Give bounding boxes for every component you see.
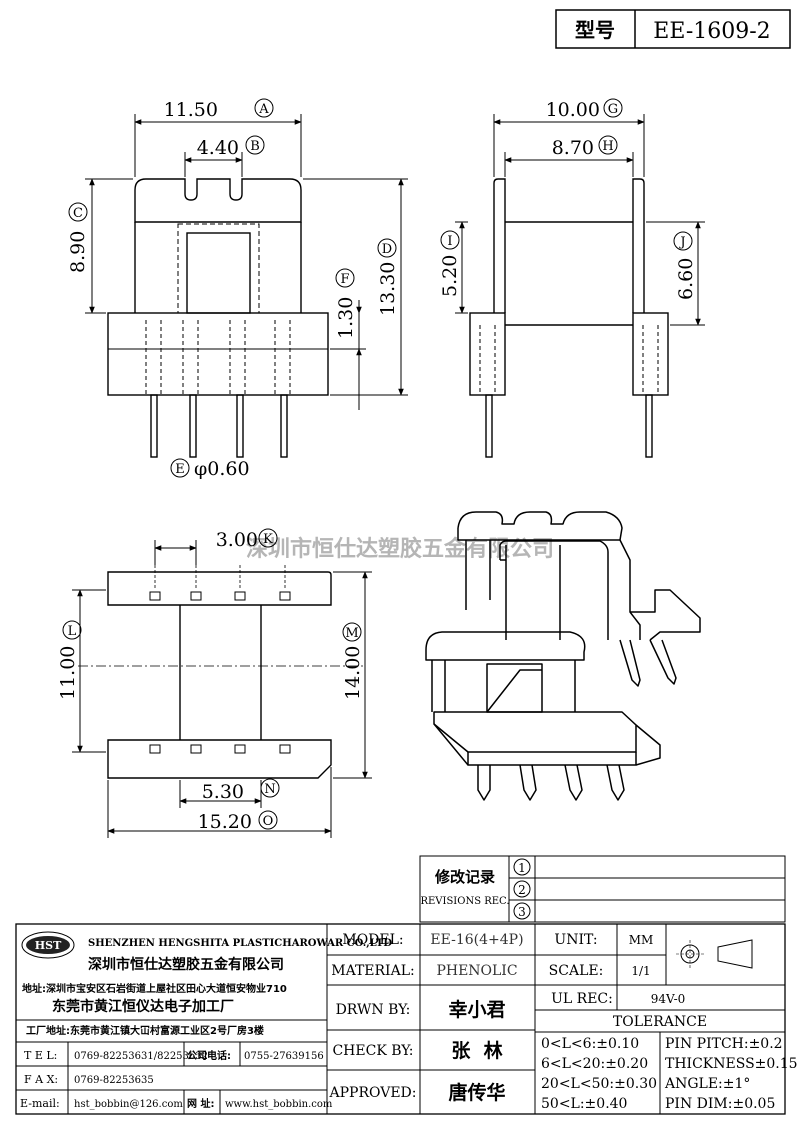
dim-D-value: 13.30 — [377, 262, 399, 316]
dim-C-value: 8.90 — [67, 231, 89, 273]
revisions-label-cn: 修改记录 — [434, 868, 495, 886]
dim-G-value: 10.00 — [546, 99, 600, 121]
approved-label: APPROVED: — [329, 1085, 417, 1101]
marker-H: H — [602, 139, 613, 154]
dim-A-value: 11.50 — [164, 99, 218, 121]
marker-O: O — [263, 814, 274, 829]
marker-K: K — [263, 532, 273, 547]
unit-value: MM — [629, 933, 654, 947]
dim-N-value: 5.30 — [202, 781, 244, 803]
title-block-grid — [15, 923, 786, 1115]
pin-dim-tolerance: PIN DIM:±0.05 — [665, 1096, 775, 1112]
material-value: PHENOLIC — [436, 963, 517, 979]
marker-N: N — [264, 782, 275, 797]
dim-O-value: 15.20 — [198, 811, 252, 833]
web-value: www.hst_bobbin.com — [225, 1099, 333, 1110]
dim-K-value: 3.00 — [216, 529, 258, 551]
revision-2: 2 — [518, 883, 526, 897]
scale-label: SCALE: — [549, 963, 604, 979]
part-number: EE-1609-2 — [653, 19, 770, 44]
ul-value: 94V-0 — [651, 992, 686, 1006]
revision-1: 1 — [518, 861, 526, 875]
company-logo: HST — [21, 931, 75, 959]
fax-value: 0769-82253635 — [74, 1075, 154, 1086]
marker-I: I — [447, 234, 452, 249]
unit-label: UNIT: — [554, 932, 597, 948]
dim-M-value: 14.00 — [342, 646, 364, 700]
marker-G: G — [608, 102, 618, 117]
marker-L: L — [68, 624, 77, 639]
tel-label: T E L: — [24, 1049, 57, 1062]
marker-M: M — [345, 626, 358, 641]
front-view-dimensions — [85, 114, 408, 410]
logo-text: HST — [35, 939, 62, 952]
marker-B: B — [250, 139, 260, 154]
header-box: 型号 EE-1609-2 — [555, 9, 791, 49]
bottom-view — [78, 565, 365, 779]
marker-J: J — [678, 235, 685, 250]
marker-E: E — [175, 462, 185, 477]
dim-L-value: 11.00 — [57, 646, 79, 700]
revisions-table — [419, 855, 786, 923]
tel-value: 0769-82253631/82253632 — [74, 1051, 208, 1062]
front-view-labels: 11.50 A 4.40 B 8.90 C 13.30 D 1.30 F E φ… — [67, 98, 399, 480]
model-value: EE-16(4+4P) — [430, 932, 523, 948]
marker-A: A — [258, 102, 269, 117]
side-view-labels: 10.00 G 8.70 H I 5.20 J 6.60 — [439, 98, 697, 300]
dim-B-value: 4.40 — [197, 137, 239, 159]
revisions-labels: 修改记录 REVISIONS REC. 1 2 3 — [420, 858, 531, 920]
thickness-tolerance: THICKNESS±0.15 — [665, 1056, 798, 1072]
dim-E-value: φ0.60 — [194, 458, 250, 480]
angle-tolerance: ANGLE:±1° — [664, 1076, 750, 1092]
projection-symbol-icon — [676, 939, 753, 969]
tolerance-range-4: 50<L:±0.40 — [541, 1096, 627, 1112]
drawn-label: DRWN BY: — [336, 1002, 411, 1018]
tolerance-label: TOLERANCE — [613, 1014, 707, 1030]
marker-D: D — [382, 242, 392, 257]
dim-J-value: 6.60 — [675, 258, 697, 300]
company-address: 地址:深圳市宝安区石岩街道上屋社区田心大道恒安物业710 — [22, 982, 287, 995]
web-label: 网 址: — [187, 1097, 214, 1110]
marker-C: C — [73, 206, 83, 221]
title-block-fields: MODEL: EE-16(4+4P) UNIT: MM MATERIAL: PH… — [329, 932, 798, 1112]
tel2-label: 公司电话: — [187, 1049, 231, 1062]
fax-label: F A X: — [24, 1073, 58, 1086]
company-name-en: SHENZHEN HENGSHITA PLASTICHAROWAR CO.,LT… — [88, 938, 392, 949]
revisions-label-en: REVISIONS REC. — [420, 896, 509, 907]
bottom-view-dimensions — [72, 540, 372, 838]
ul-label: UL REC: — [551, 991, 613, 1007]
side-view-dimensions — [455, 114, 705, 326]
company-block: HST SHENZHEN HENGSHITA PLASTICHAROWAR CO… — [20, 931, 392, 1110]
approved-value: 唐传华 — [448, 1081, 505, 1104]
tolerance-range-2: 6<L<20:±0.20 — [541, 1056, 648, 1072]
tel2-value: 0755-27639156 — [244, 1051, 324, 1062]
email-value: hst_bobbin@126.com — [74, 1099, 183, 1110]
scale-value: 1/1 — [631, 964, 650, 978]
tolerance-range-1: 0<L<6:±0.10 — [541, 1036, 639, 1052]
material-label: MATERIAL: — [331, 963, 414, 979]
revision-3: 3 — [518, 905, 526, 919]
email-label: E-mail: — [20, 1097, 60, 1110]
pin-pitch-tolerance: PIN PITCH:±0.2 — [665, 1036, 783, 1052]
bottom-view-labels: 3.00 K L 11.00 M 14.00 5.30 N 15.20 O — [57, 528, 364, 833]
company-name-cn: 深圳市恒仕达塑胶五金有限公司 — [88, 956, 284, 973]
side-view — [469, 178, 669, 458]
check-label: CHECK BY: — [332, 1043, 413, 1059]
model-label: MODEL: — [342, 932, 403, 948]
factory-address: 工厂地址:东莞市黄江镇大冚村富源工业区2号厂房3楼 — [26, 1024, 264, 1037]
tolerance-range-3: 20<L<50:±0.30 — [541, 1076, 657, 1092]
marker-F: F — [340, 272, 349, 287]
drawn-value: 幸小君 — [448, 999, 505, 1021]
check-value: 张 林 — [451, 1039, 502, 1062]
dim-I-value: 5.20 — [439, 255, 461, 297]
front-view — [107, 178, 329, 458]
isometric-view — [425, 511, 701, 801]
type-label: 型号 — [575, 18, 615, 42]
dim-F-value: 1.30 — [335, 297, 357, 339]
dim-H-value: 8.70 — [552, 137, 594, 159]
factory-name-cn: 东莞市黄江恒仪达电子加工厂 — [52, 998, 234, 1015]
